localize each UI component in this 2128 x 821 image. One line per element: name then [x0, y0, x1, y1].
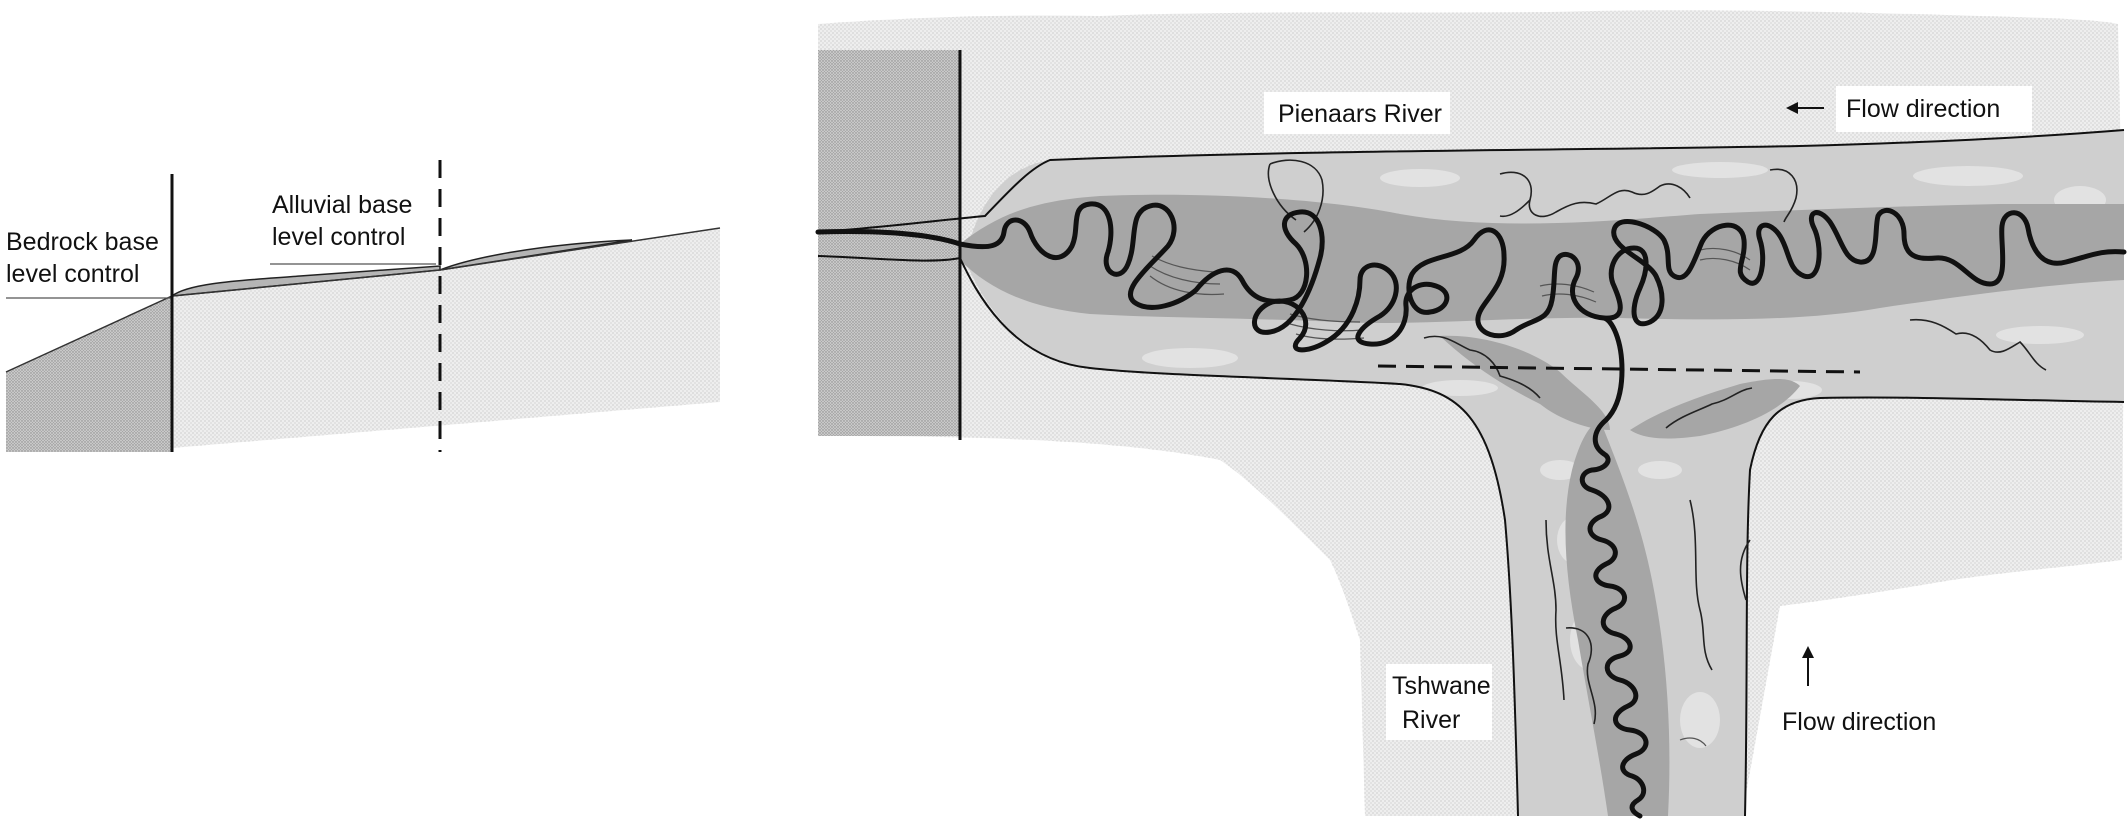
flow-top-label-bg	[1836, 86, 2032, 132]
flow-top-label: Flow direction	[1846, 95, 2000, 123]
main-channels	[815, 201, 2127, 819]
bedrock-block	[818, 50, 960, 436]
bedrock-label-line1: Bedrock base	[6, 228, 159, 256]
tshwane-label-line1: Tshwane	[1392, 672, 1491, 700]
profile-ground-line	[5, 227, 721, 373]
alluvial-label-line2: level control	[272, 223, 405, 251]
profile-valley-body	[172, 228, 720, 448]
flow-arrow-up	[1802, 646, 1814, 686]
longitudinal-profile: Bedrock base level control Alluvial base…	[5, 160, 721, 452]
bedrock-label-line2: level control	[6, 260, 139, 288]
flow-arrow-left	[1786, 102, 1824, 114]
palaeochannels	[1267, 159, 2047, 725]
tshwane-label-line2: River	[1402, 706, 1460, 734]
profile-bedrock-wedge	[6, 296, 172, 452]
pienaars-label: Pienaars River	[1278, 100, 1442, 128]
profile-sediment-lens-1	[169, 265, 441, 297]
pienaars-label-bg	[1264, 92, 1450, 134]
confluence-map: Pienaars River Flow direction Tshwane Ri…	[815, 10, 2127, 819]
flow-bottom-label: Flow direction	[1782, 708, 1936, 736]
alluvial-label-line1: Alluvial base	[272, 191, 412, 219]
confluence-link	[1601, 315, 1625, 373]
pienaars-channel	[815, 201, 2127, 353]
tshwane-channel	[1579, 367, 1649, 819]
confluence-dashed-line	[1377, 364, 1861, 374]
flow-bottom-label-bg	[1770, 700, 1956, 746]
tshwane-label-bg	[1386, 664, 1492, 740]
